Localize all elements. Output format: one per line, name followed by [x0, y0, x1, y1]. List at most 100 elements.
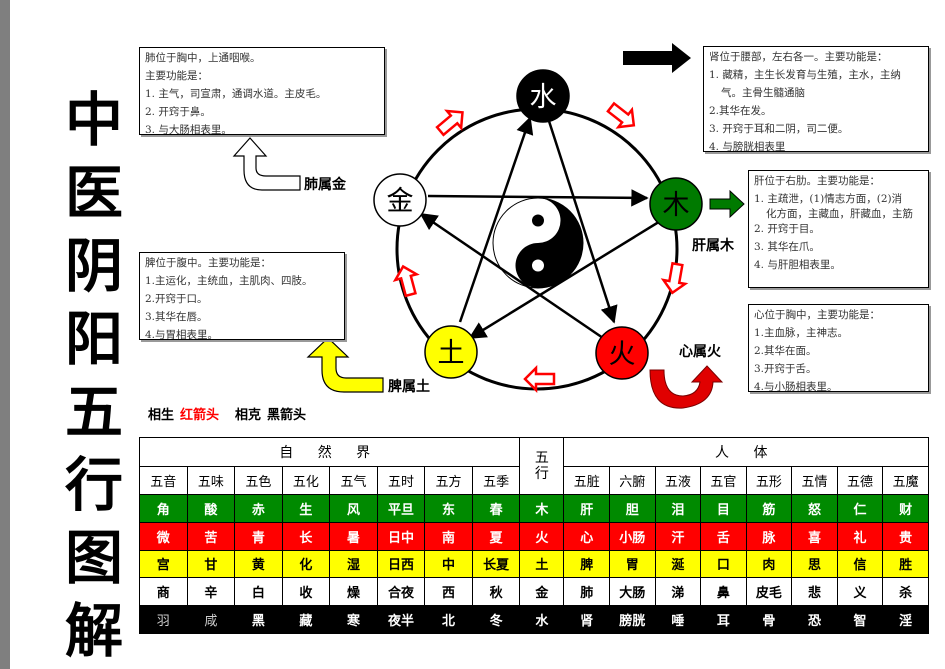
table-row-earth: 宫甘黄化湿日西中长夏土脾胃涎口肉思信胜	[139, 549, 929, 579]
node-wood: 木	[649, 177, 703, 231]
note-line: 1.主运化，主统血，主肌肉、四肢。	[145, 275, 313, 287]
table-cell: 夜半	[376, 605, 426, 634]
table-cell: 心	[563, 521, 610, 551]
header-body: 人 体	[563, 436, 929, 468]
note-line: 肾位于腰部，左右各一。主要功能是：	[709, 51, 888, 63]
table-cell: 合夜	[376, 577, 426, 607]
note-line: 1. 主气，司宣肃，通调水道。主皮毛。	[145, 88, 327, 100]
table-cell: 唾	[654, 605, 702, 634]
pointer-arrow-liver	[709, 189, 745, 219]
table-cell-element: 金	[519, 577, 565, 607]
column-header: 五季	[471, 466, 521, 495]
ke-arrow-wood-earth	[468, 218, 663, 340]
spleen-uturn-arrow	[306, 337, 384, 393]
table-cell: 中	[424, 549, 473, 579]
note-line: 1. 主疏泄，(1)情志方面，(2)消	[754, 193, 903, 205]
node-wood-char: 木	[663, 190, 690, 221]
note-line: 肝位于右肋。主要功能是：	[754, 175, 880, 187]
title-char: 五	[64, 378, 123, 446]
table-cell: 西	[424, 577, 473, 607]
table-cell: 恐	[791, 605, 838, 634]
table-cell: 小肠	[609, 521, 656, 551]
table-cell: 湿	[329, 549, 378, 579]
five-elements-table: 自 然 界 五行 人 体 五音五味五色五化五气五时五方五季五脏六腑五液五官五形五…	[138, 436, 929, 634]
note-kidney: 肾位于腰部，左右各一。主要功能是： 1. 藏精，主生长发育与生殖，主水，主纳 气…	[703, 46, 929, 152]
node-fire: 火	[595, 326, 649, 380]
table-cell: 骨	[745, 605, 793, 634]
label-heart-fire: 心属火	[679, 344, 721, 360]
table-cell: 酸	[186, 493, 236, 523]
ke-arrow-water-fire	[546, 117, 618, 324]
table-cell: 胃	[609, 549, 656, 579]
node-earth: 土	[424, 325, 478, 379]
table-cell: 鼻	[700, 577, 747, 607]
note-line: 4.与胃相表里。	[145, 329, 219, 340]
label-lung-metal: 肺属金	[304, 177, 346, 193]
table-cell: 风	[329, 493, 378, 523]
table-subheader-row: 五音五味五色五化五气五时五方五季五脏六腑五液五官五形五情五德五魔	[139, 466, 929, 495]
column-header: 五味	[186, 466, 236, 495]
table-cell: 涎	[654, 549, 702, 579]
table-cell: 收	[281, 577, 331, 607]
generation-arrows	[392, 101, 689, 394]
legend-sheng-value: 红箭头	[180, 408, 220, 423]
column-header: 五方	[424, 466, 473, 495]
table-cell: 泪	[654, 493, 702, 523]
header-nature: 自 然 界	[138, 436, 521, 468]
node-metal: 金	[373, 173, 427, 227]
sheng-arrow-wood-fire	[660, 261, 689, 295]
note-line: 3.开窍于舌。	[754, 363, 817, 375]
column-header: 六腑	[609, 466, 656, 495]
table-cell: 藏	[281, 605, 331, 634]
table-cell: 羽	[139, 605, 188, 634]
table-row-wood: 角酸赤生风平旦东春木肝胆泪目筋怒仁财	[139, 493, 929, 523]
note-liver: 肝位于右肋。主要功能是： 1. 主疏泄，(1)情志方面，(2)消 化方面，主藏血…	[748, 170, 929, 288]
table-cell: 财	[882, 493, 929, 523]
column-header: 五液	[654, 466, 702, 495]
table-cell: 黄	[234, 549, 283, 579]
table-cell: 化	[281, 549, 331, 579]
table-cell: 肺	[563, 577, 610, 607]
note-line: 气。主骨生髓通脑	[721, 87, 805, 99]
table-cell: 长夏	[471, 549, 521, 579]
note-line: 3.其华在唇。	[145, 311, 208, 323]
note-line: 脾位于腹中。主要功能是：	[145, 257, 271, 269]
table-cell: 悲	[791, 577, 838, 607]
sheng-arrow-earth-metal	[392, 264, 420, 298]
column-header: 五德	[836, 466, 884, 495]
table-cell-element: 土	[519, 549, 565, 579]
table-cell: 皮毛	[745, 577, 793, 607]
column-header: 五时	[376, 466, 426, 495]
label-spleen-earth: 脾属土	[388, 379, 430, 395]
table-cell: 青	[234, 521, 283, 551]
ke-arrow-earth-water	[458, 116, 534, 323]
legend-ke-label: 相克	[235, 408, 262, 423]
table-cell-element: 木	[519, 493, 565, 523]
table-cell: 南	[424, 521, 473, 551]
table-cell: 冬	[471, 605, 521, 634]
column-header: 五音	[139, 466, 188, 495]
table-cell: 甘	[186, 549, 236, 579]
table-cell: 日西	[376, 549, 426, 579]
note-line: 4. 与膀胱相表里	[709, 141, 786, 152]
node-fire-char: 火	[609, 339, 636, 370]
node-water-char: 水	[530, 82, 557, 113]
title-char: 行	[64, 451, 123, 519]
ke-arrow-fire-metal	[419, 212, 604, 340]
table-cell: 脉	[745, 521, 793, 551]
table-cell: 肉	[745, 549, 793, 579]
column-header: 五形	[745, 466, 793, 495]
note-line: 1. 藏精，主生长发育与生殖，主水，主纳	[709, 69, 901, 81]
table-cell: 生	[281, 493, 331, 523]
table-row-water: 羽咸黑藏寒夜半北冬水肾膀胱唾耳骨恐智淫	[139, 605, 929, 634]
label-liver-wood: 肝属木	[692, 238, 734, 254]
table-cell: 春	[471, 493, 521, 523]
lung-uturn-arrow	[232, 137, 301, 191]
table-row-fire: 微苦青长暑日中南夏火心小肠汗舌脉喜礼贵	[139, 521, 929, 551]
table-header-row: 自 然 界 五行 人 体	[138, 436, 929, 495]
table-cell: 淫	[882, 605, 929, 634]
title-char: 阳	[64, 305, 123, 373]
table-cell: 北	[424, 605, 473, 634]
note-line: 4. 与肝胆相表里。	[754, 259, 841, 271]
table-cell: 苦	[186, 521, 236, 551]
